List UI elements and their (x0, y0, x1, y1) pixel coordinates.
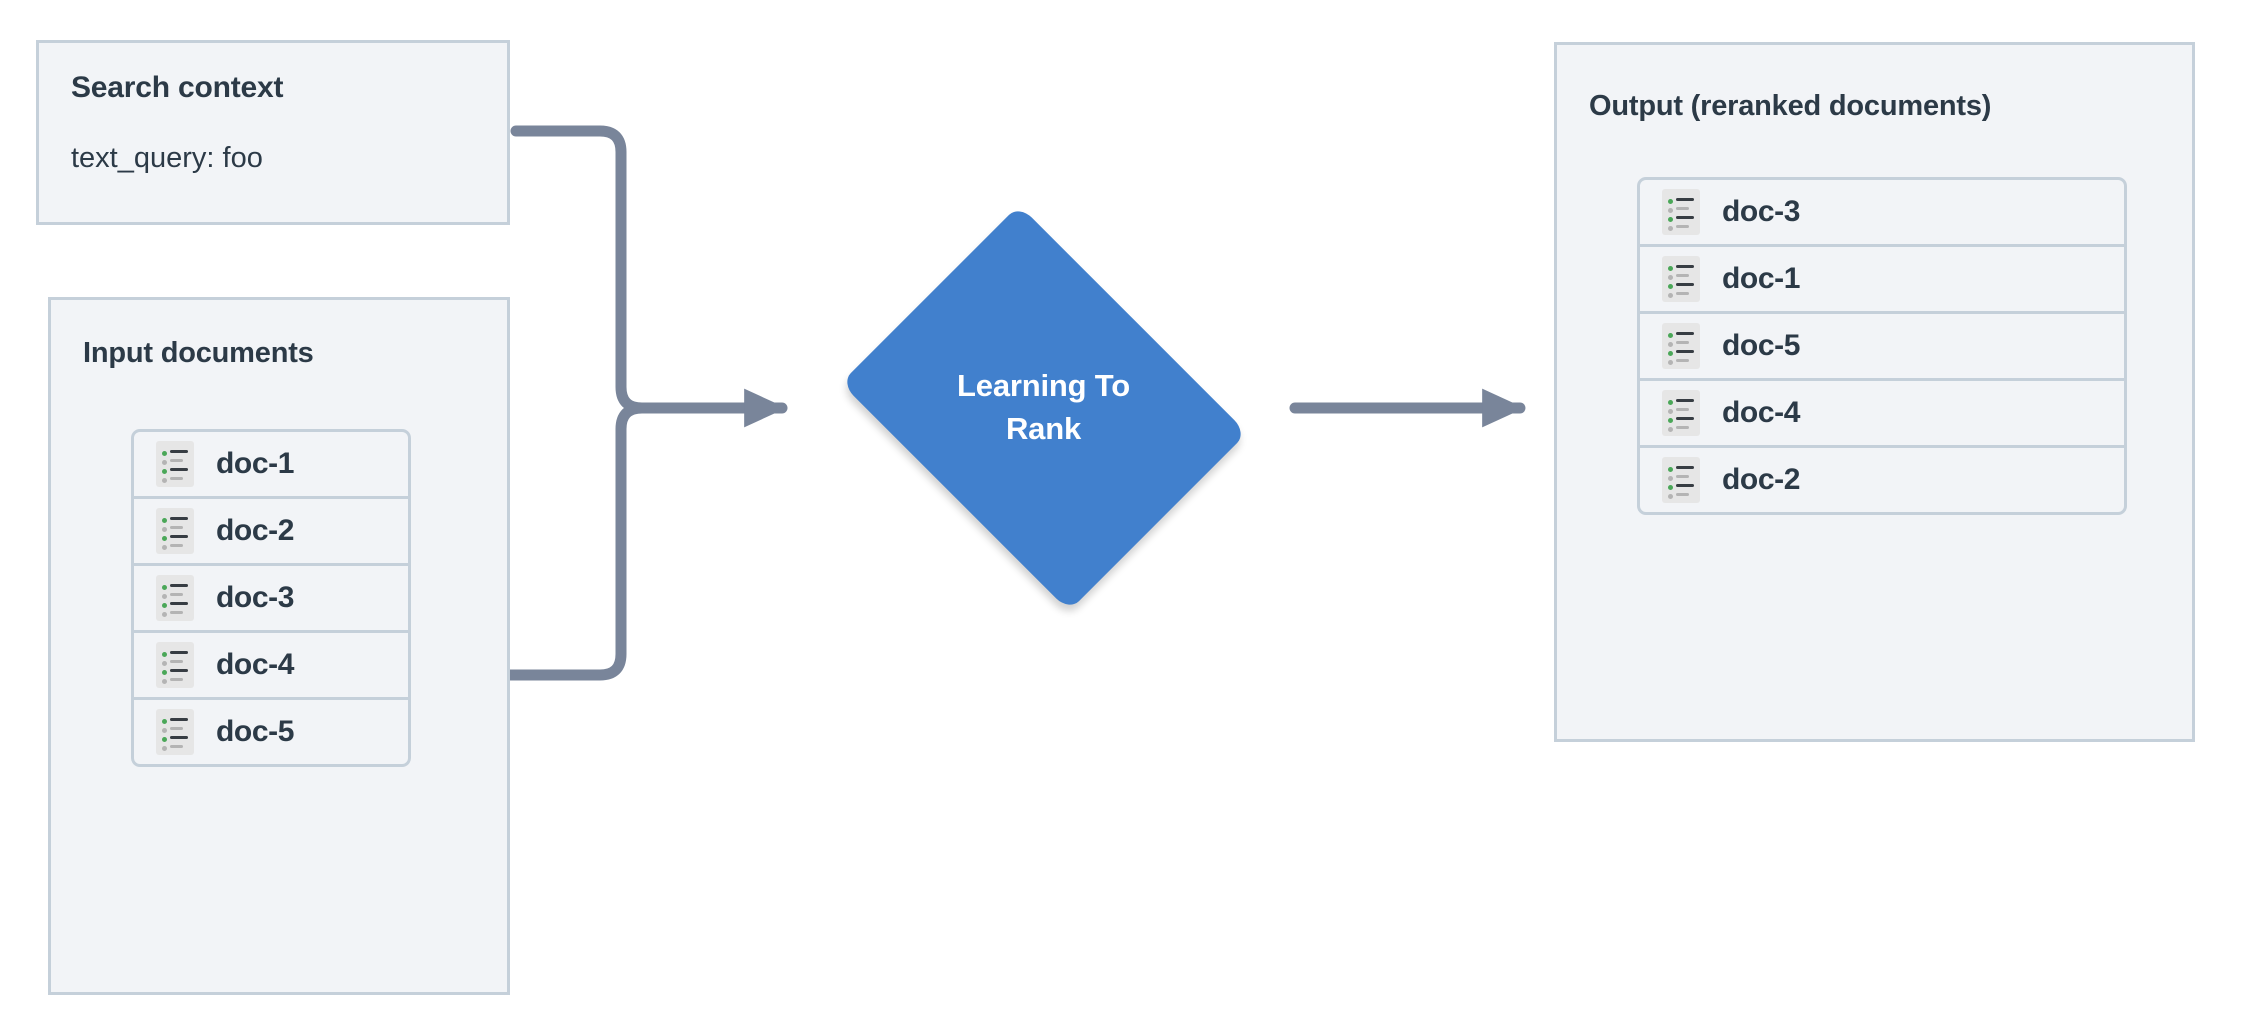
input-documents-list: doc-1 doc-2 doc-3 doc-4 doc-5 (131, 429, 411, 767)
document-row[interactable]: doc-2 (131, 496, 411, 566)
search-context-panel: Search context text_query: foo (36, 40, 510, 225)
output-documents-title: Output (reranked documents) (1589, 90, 1992, 122)
document-label: doc-4 (216, 648, 295, 681)
document-list-icon (1662, 323, 1700, 369)
document-list-icon (1662, 256, 1700, 302)
document-list-icon (156, 441, 194, 487)
search-context-title: Search context (71, 71, 284, 104)
document-label: doc-1 (216, 447, 295, 480)
connector-search-context-to-ltr (510, 125, 706, 414)
document-row[interactable]: doc-2 (1637, 445, 2127, 515)
document-row[interactable]: doc-4 (1637, 378, 2127, 448)
learning-to-rank-label: Learning To Rank (815, 230, 1272, 585)
learning-to-rank-node[interactable]: Learning To Rank (815, 204, 1272, 611)
document-label: doc-2 (216, 514, 295, 547)
document-row[interactable]: doc-3 (131, 563, 411, 633)
connector-input-documents-to-ltr (496, 402, 706, 681)
document-label: doc-5 (216, 715, 295, 748)
document-label: doc-4 (1722, 396, 1801, 429)
document-list-icon (1662, 390, 1700, 436)
document-list-icon (1662, 189, 1700, 235)
document-list-icon (156, 575, 194, 621)
document-list-icon (156, 642, 194, 688)
document-row[interactable]: doc-3 (1637, 177, 2127, 247)
document-label: doc-2 (1722, 463, 1801, 496)
document-label: doc-3 (216, 581, 295, 614)
document-row[interactable]: doc-1 (131, 429, 411, 499)
document-label: doc-3 (1722, 195, 1801, 228)
document-label: doc-5 (1722, 329, 1801, 362)
output-documents-list: doc-3 doc-1 doc-5 doc-4 doc-2 (1637, 177, 2127, 515)
search-context-query: text_query: foo (71, 142, 263, 174)
document-list-icon (1662, 457, 1700, 503)
ltr-label-line1: Learning To (957, 367, 1130, 403)
document-list-icon (156, 508, 194, 554)
ltr-label-line2: Rank (1005, 410, 1081, 446)
document-label: doc-1 (1722, 262, 1801, 295)
input-documents-title: Input documents (83, 337, 314, 369)
document-row[interactable]: doc-1 (1637, 244, 2127, 314)
document-list-icon (156, 709, 194, 755)
document-row[interactable]: doc-4 (131, 630, 411, 700)
document-row[interactable]: doc-5 (1637, 311, 2127, 381)
document-row[interactable]: doc-5 (131, 697, 411, 767)
